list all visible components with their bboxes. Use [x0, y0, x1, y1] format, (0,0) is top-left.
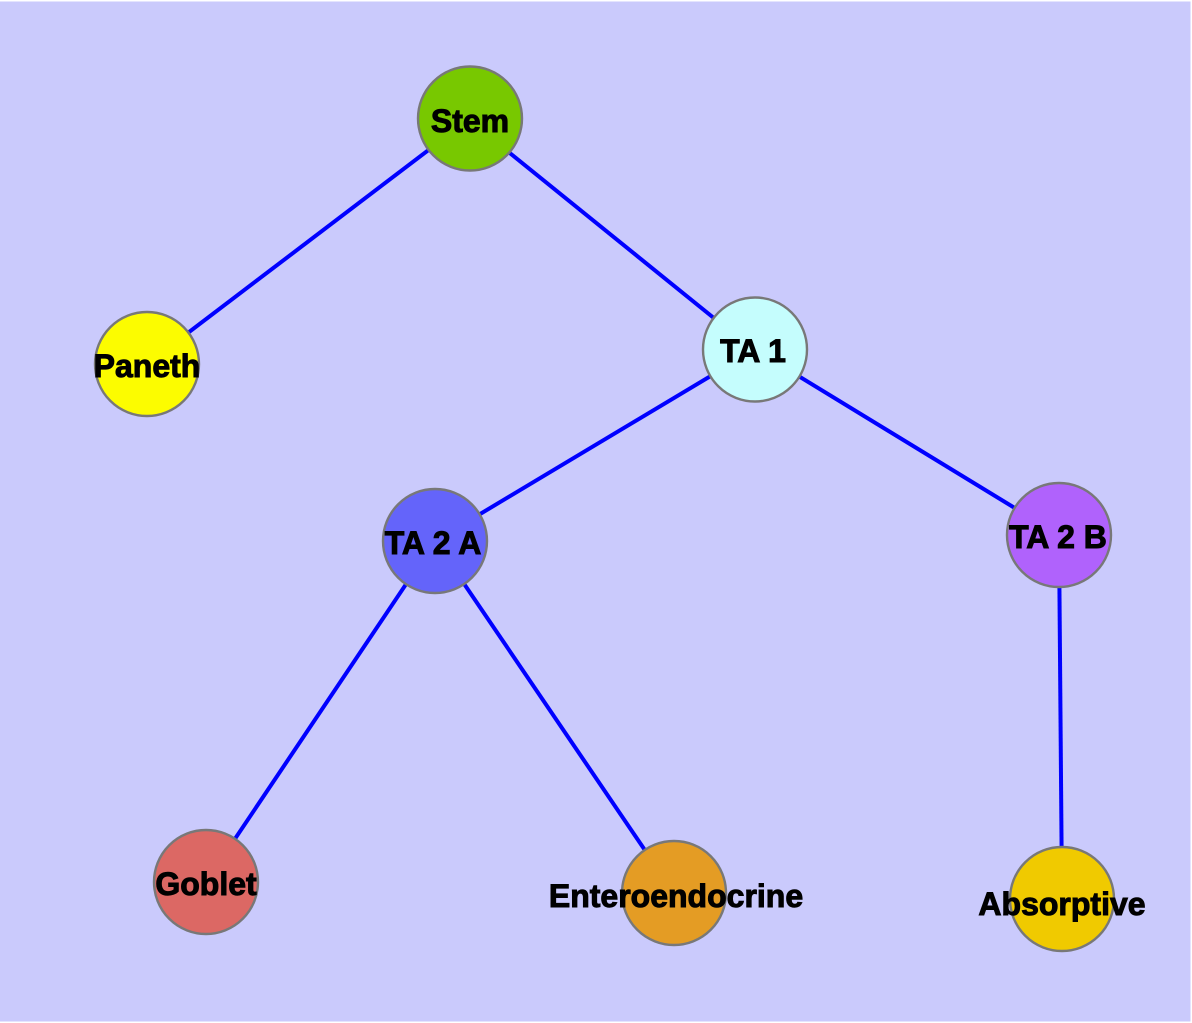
svg-text:TA 1: TA 1 [720, 333, 786, 369]
svg-text:TA 2 B: TA 2 B [1009, 519, 1107, 555]
svg-text:Paneth: Paneth [94, 348, 201, 384]
svg-text:Goblet: Goblet [155, 866, 257, 902]
svg-text:Enteroendocrine: Enteroendocrine [549, 878, 803, 914]
svg-text:TA 2 A: TA 2 A [385, 525, 482, 561]
svg-text:Absorptive: Absorptive [978, 886, 1145, 922]
svg-text:Stem: Stem [431, 103, 509, 139]
